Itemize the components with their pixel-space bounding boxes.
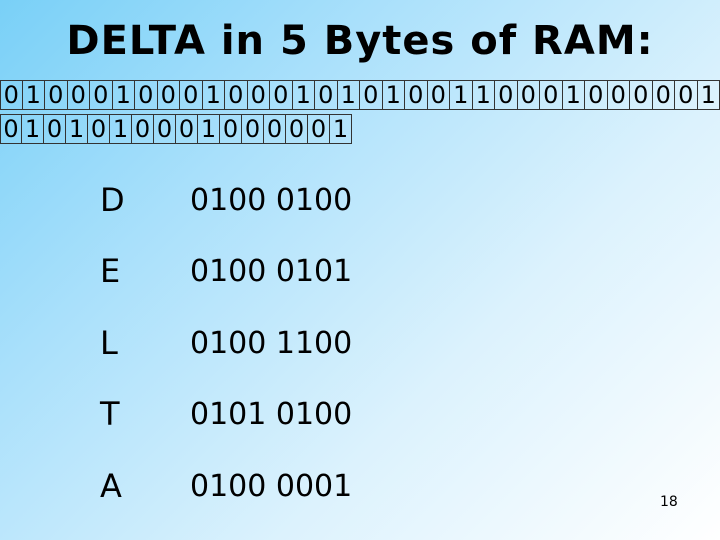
bit-cell: 0	[405, 80, 428, 110]
bit-cell: 0	[360, 80, 383, 110]
encoding-code: 0100 1100	[190, 325, 353, 361]
bit-cell: 0	[0, 80, 23, 110]
bit-cell: 1	[202, 80, 225, 110]
bit-cell: 1	[562, 80, 585, 110]
bit-cell: 0	[67, 80, 90, 110]
bit-cell: 0	[517, 80, 540, 110]
bit-cell: 0	[220, 114, 242, 144]
encoding-code: 0100 0001	[190, 468, 353, 504]
bit-cell: 0	[675, 80, 698, 110]
bit-cell: 0	[0, 114, 22, 144]
bit-cell: 0	[242, 114, 264, 144]
bit-cell: 0	[315, 80, 338, 110]
bit-cell: 0	[308, 114, 330, 144]
bit-cell: 0	[264, 114, 286, 144]
bit-cell: 1	[22, 80, 45, 110]
bit-cell: 0	[247, 80, 270, 110]
slide-title: DELTA in 5 Bytes of RAM:	[66, 18, 654, 64]
encoding-code: 0100 0101	[190, 253, 353, 289]
bit-cell: 0	[176, 114, 198, 144]
bit-cell: 1	[450, 80, 473, 110]
bit-cell: 0	[607, 80, 630, 110]
encoding-letter: L	[100, 324, 118, 362]
bit-cell: 0	[132, 114, 154, 144]
encoding-letter: E	[100, 252, 121, 290]
bit-cell: 0	[45, 80, 68, 110]
bit-cell: 0	[90, 80, 113, 110]
bit-cell: 0	[286, 114, 308, 144]
bit-cell: 0	[88, 114, 110, 144]
bit-cell: 1	[112, 80, 135, 110]
bit-cell: 0	[652, 80, 675, 110]
page-number: 18	[660, 494, 678, 510]
bit-cell: 1	[292, 80, 315, 110]
encoding-letter: T	[100, 395, 120, 433]
bit-cell: 1	[110, 114, 132, 144]
encoding-code: 0100 0100	[190, 182, 353, 218]
bit-cell: 0	[225, 80, 248, 110]
bit-cell: 0	[495, 80, 518, 110]
bit-cell: 0	[630, 80, 653, 110]
bit-cell: 1	[697, 80, 720, 110]
bit-cell: 1	[66, 114, 88, 144]
bit-cell: 1	[337, 80, 360, 110]
bit-cell: 0	[427, 80, 450, 110]
bit-cell: 0	[154, 114, 176, 144]
bit-cell: 1	[472, 80, 495, 110]
bit-cell: 1	[330, 114, 352, 144]
bit-cell: 1	[198, 114, 220, 144]
bit-cell: 0	[540, 80, 563, 110]
bit-cell: 1	[22, 114, 44, 144]
bit-cell: 0	[270, 80, 293, 110]
bit-cell: 0	[157, 80, 180, 110]
bit-cell: 0	[135, 80, 158, 110]
bit-cell: 0	[180, 80, 203, 110]
encoding-letter: A	[100, 467, 122, 505]
bit-cell: 0	[44, 114, 66, 144]
encoding-code: 0101 0100	[190, 396, 353, 432]
encoding-letter: D	[100, 181, 125, 219]
bit-cell: 0	[585, 80, 608, 110]
bit-cell: 1	[382, 80, 405, 110]
